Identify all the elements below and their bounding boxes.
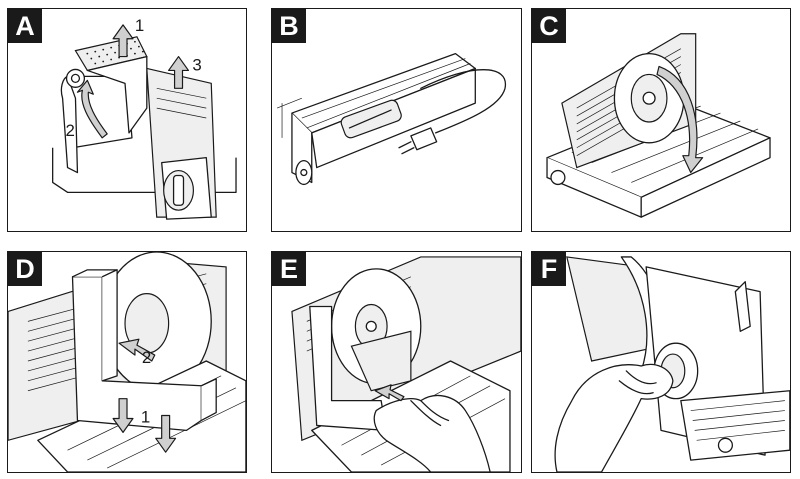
- push-arrow: [374, 384, 405, 402]
- panel-f: F: [531, 251, 791, 473]
- panel-d: D 2 1: [7, 251, 247, 473]
- panel-a-illustration: 1 2 3: [52, 16, 237, 220]
- panel-e: E: [271, 251, 522, 473]
- step-1-number: 1: [141, 407, 150, 426]
- press-arrow-1a: [112, 398, 134, 433]
- panel-d-illustration: 2 1: [8, 252, 246, 472]
- panel-a: A 1 2 3: [7, 8, 247, 232]
- hand-icon: [554, 363, 674, 472]
- panel-b-illustration: [276, 52, 506, 186]
- step-1-number: 1: [135, 16, 144, 35]
- panel-a-label: A: [8, 9, 42, 43]
- lift-arrow-3: [168, 55, 190, 89]
- plug-icon: [398, 127, 438, 155]
- carriage: [309, 305, 387, 432]
- fold-arrow: [656, 65, 704, 174]
- step-3-number: 3: [192, 55, 201, 74]
- panel-b-label: B: [272, 9, 306, 43]
- panel-e-label: E: [272, 252, 306, 286]
- knob-icon: [65, 68, 86, 88]
- panel-c: C: [531, 8, 791, 232]
- food-holder: [350, 330, 412, 392]
- lift-arrow-1: [112, 24, 134, 58]
- panel-f-label: F: [532, 252, 566, 286]
- step-2-number: 2: [66, 121, 75, 140]
- panel-e-illustration: [291, 256, 521, 472]
- food-holder: [74, 36, 148, 134]
- panel-c-illustration: [546, 33, 771, 218]
- panel-c-label: C: [532, 9, 566, 43]
- hand-icon: [373, 394, 491, 472]
- step-2-number: 2: [142, 348, 151, 367]
- press-arrow-1b: [155, 414, 177, 453]
- carriage: [71, 269, 217, 432]
- panel-f-illustration: [554, 256, 790, 472]
- push-arrow-2: [118, 338, 156, 362]
- panel-b: B: [271, 8, 522, 232]
- rotate-arrow-2: [76, 79, 108, 139]
- panel-d-label: D: [8, 252, 42, 286]
